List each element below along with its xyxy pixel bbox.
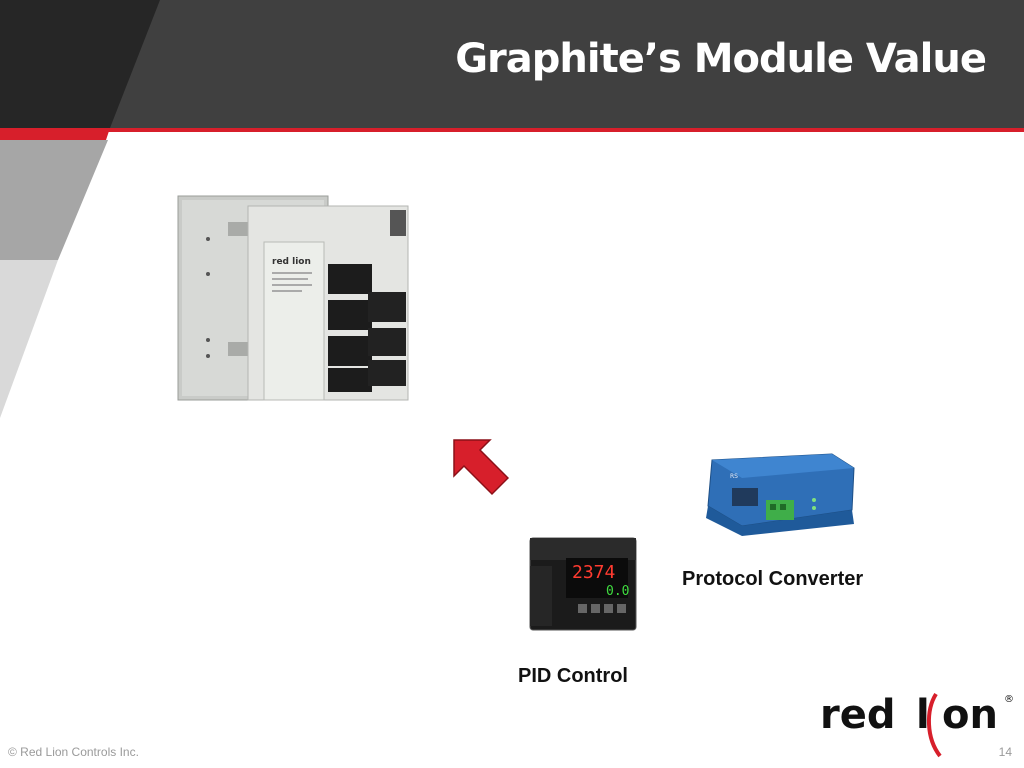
slide-title: Graphite’s Module Value — [455, 36, 987, 82]
side-band-gray — [0, 140, 108, 260]
protocol-converter-image: RS — [706, 453, 855, 536]
pid-control-label: PID Control — [518, 665, 628, 687]
copyright-footer: © Red Lion Controls Inc. — [8, 745, 139, 759]
pid-controller-image: 2374 0.0 — [529, 537, 637, 631]
svg-text:red lion: red lion — [272, 257, 311, 267]
svg-text:on: on — [942, 692, 998, 738]
pid-display-bottom: 0.0 — [606, 584, 629, 599]
svg-text:l: l — [916, 692, 930, 738]
svg-text:red: red — [820, 692, 896, 738]
side-band-light — [0, 260, 58, 418]
page-number: 14 — [998, 745, 1012, 759]
protocol-converter-label: Protocol Converter — [682, 568, 864, 590]
svg-text:RS: RS — [730, 473, 738, 480]
pid-display-top: 2374 — [572, 562, 615, 583]
svg-text:®: ® — [1004, 694, 1014, 705]
graphite-hmi-image: red lion — [177, 195, 409, 401]
header-red-rule — [0, 128, 1024, 132]
red-arrow-icon — [453, 439, 510, 496]
header-bar — [0, 0, 1024, 128]
red-lion-logo: red l on ® — [820, 692, 1014, 758]
header-red-rule-wedge — [0, 128, 110, 140]
